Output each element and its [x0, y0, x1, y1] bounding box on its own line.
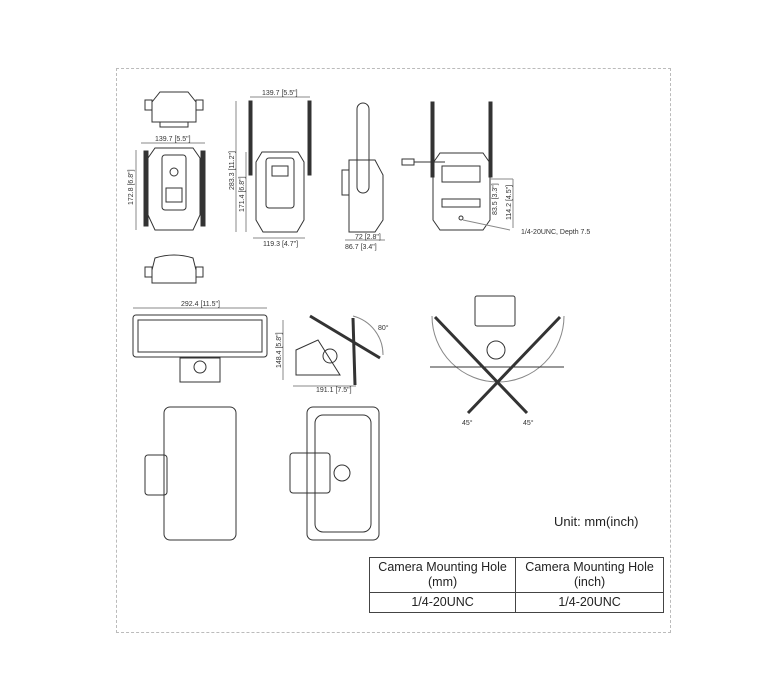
svg-text:83.5 [3.3"]: 83.5 [3.3"]: [492, 183, 499, 215]
camera-front-view: 139.7 [5.5"] 172.8 [6.8"]: [128, 136, 206, 231]
mounting-hole-table: Camera Mounting Hole (mm) Camera Mountin…: [368, 557, 664, 613]
svg-text:86.7 [3.4"]: 86.7 [3.4"]: [345, 244, 377, 251]
camera-back-view: 83.5 [3.3"] 114.2 [4.5"] 1/4-20UNC, Dept…: [401, 101, 590, 236]
camera-bottom-view: [144, 254, 204, 284]
svg-text:283.3 [11.2"]: 283.3 [11.2"]: [229, 151, 236, 190]
table-header: Camera Mounting Hole (inch): [515, 557, 664, 593]
table-cell: 1/4-20UNC: [515, 592, 664, 613]
svg-text:45°: 45°: [523, 419, 534, 427]
camera-top-view: [144, 91, 204, 128]
svg-text:119.3 [4.7"]: 119.3 [4.7"]: [263, 241, 298, 248]
svg-text:72 [2.8"]: 72 [2.8"]: [355, 234, 381, 241]
drawing-frame: [116, 68, 671, 633]
svg-text:292.4 [11.5"]: 292.4 [11.5"]: [181, 301, 220, 308]
svg-text:45°: 45°: [462, 419, 473, 427]
table-header: Camera Mounting Hole (mm): [368, 557, 517, 593]
table-header-row: Camera Mounting Hole (mm) Camera Mountin…: [368, 557, 664, 593]
camera-side-view: 72 [2.8"] 86.7 [3.4"]: [341, 102, 385, 251]
solar-panel-side-view: 80° 148.4 [5.8"] 191.1 [7.5"]: [276, 314, 389, 394]
solar-panel-back-views: [144, 406, 380, 541]
svg-text:139.7 [5.5"]: 139.7 [5.5"]: [155, 136, 191, 143]
svg-text:171.4 [6.8"]: 171.4 [6.8"]: [239, 176, 246, 212]
svg-text:139.7 [5.5"]: 139.7 [5.5"]: [262, 90, 298, 97]
solar-panel-front-view: 292.4 [11.5"]: [132, 301, 268, 383]
svg-text:80°: 80°: [378, 324, 389, 332]
svg-text:191.1 [7.5"]: 191.1 [7.5"]: [316, 387, 352, 394]
camera-antenna-front-view: 139.7 [5.5"] 283.3 [11.2"] 171.4 [6.8"] …: [229, 90, 312, 248]
svg-text:148.4 [5.8"]: 148.4 [5.8"]: [276, 332, 283, 368]
table-cell: 1/4-20UNC: [368, 592, 517, 613]
svg-text:114.2 [4.5"]: 114.2 [4.5"]: [506, 185, 513, 220]
table-row: 1/4-20UNC 1/4-20UNC: [368, 592, 664, 613]
pan-range-view: 45° 45°: [430, 295, 565, 427]
svg-text:1/4-20UNC, Depth 7.5: 1/4-20UNC, Depth 7.5: [521, 229, 590, 236]
unit-label: Unit: mm(inch): [554, 514, 639, 529]
svg-text:172.8 [6.8"]: 172.8 [6.8"]: [128, 169, 135, 205]
